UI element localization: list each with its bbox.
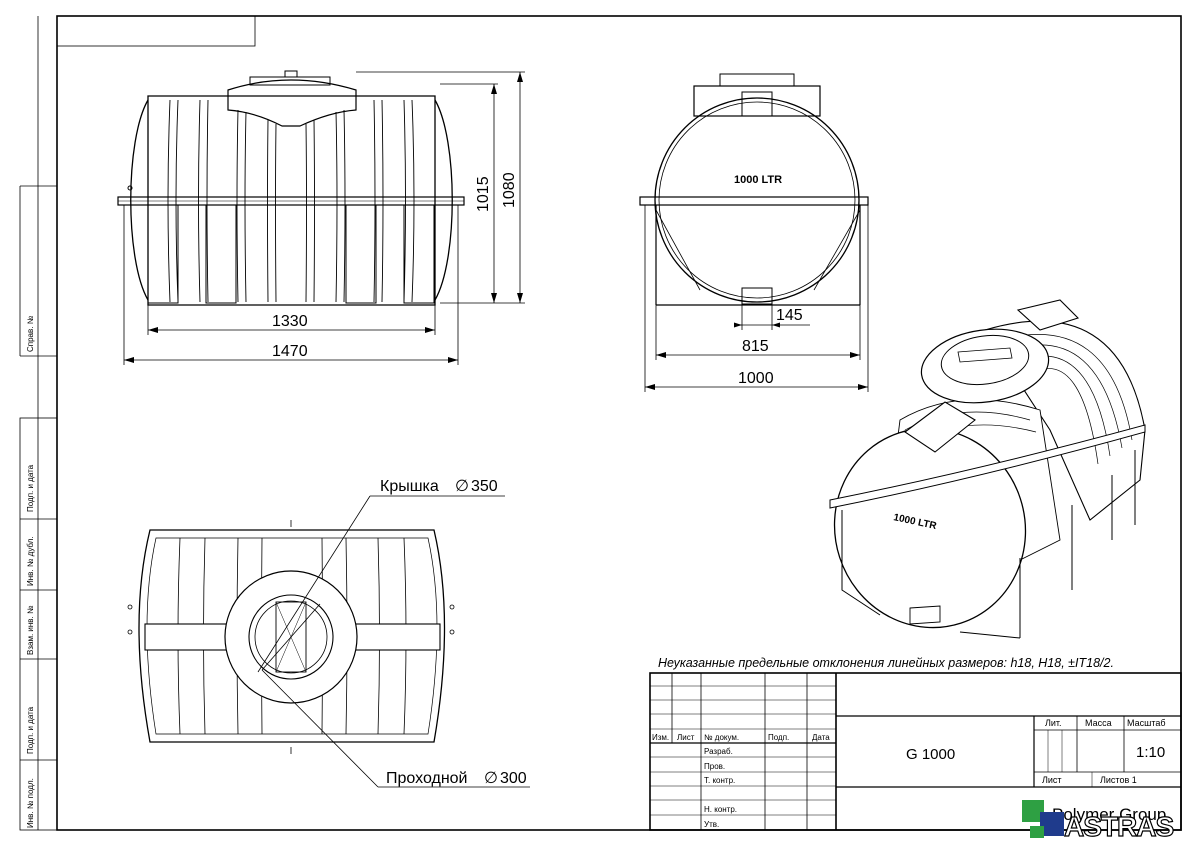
tb-sheets-label: Листов 1 — [1100, 775, 1137, 785]
end-dimension-lines — [644, 205, 869, 392]
dim-width-1000: 1000 — [738, 370, 774, 387]
iso-view — [829, 299, 1146, 639]
tb-role-utv: Утв. — [704, 820, 719, 829]
tb-mass-label: Масса — [1085, 718, 1112, 728]
title-block — [649, 672, 1182, 831]
astras-logo: ASTRAS — [1022, 800, 1175, 843]
plan-leaders — [257, 495, 530, 788]
tb-scale-label: Масштаб — [1127, 718, 1166, 728]
dim-width-1330: 1330 — [272, 313, 308, 330]
end-view — [639, 73, 869, 306]
left-stamp-strip — [19, 16, 58, 831]
dim-height-1015: 1015 — [475, 176, 492, 212]
dim-height-1080: 1080 — [501, 172, 518, 208]
front-dimension-arrows — [124, 72, 523, 363]
tb-role-razrab: Разраб. — [704, 747, 733, 756]
tb-scale-value: 1:10 — [1136, 744, 1165, 761]
tb-designation: G 1000 — [906, 746, 955, 763]
tb-company: Polymer Group — [1052, 805, 1166, 824]
tb-header-podp: Подп. — [768, 733, 789, 742]
tb-role-nkontr: Н. контр. — [704, 805, 737, 814]
manhole-diameter-symbol: ∅ — [484, 770, 498, 787]
stamp-inv-podl: Инв. № подл. — [26, 778, 35, 828]
plan-callout-manhole: Проходной ∅ 300 — [386, 770, 527, 787]
end-dimension-arrows — [645, 322, 868, 390]
lid-size: 350 — [471, 478, 498, 495]
dim-width-815: 815 — [742, 338, 769, 355]
front-dimension-lines — [123, 71, 525, 365]
stamp-podp-data-2: Подп. и дата — [26, 706, 35, 754]
front-view — [117, 70, 465, 306]
tb-role-tkontr: Т. контр. — [704, 776, 735, 785]
manhole-size: 300 — [500, 770, 527, 787]
tb-header-doc: № докум. — [704, 733, 739, 742]
tb-sheet-label: Лист — [1042, 775, 1062, 785]
tb-lit-label: Лит. — [1045, 718, 1062, 728]
manhole-label: Проходной — [386, 770, 468, 787]
dim-strap-145: 145 — [776, 307, 803, 324]
tb-header-list: Лист — [677, 733, 695, 742]
tb-header-data: Дата — [812, 733, 830, 742]
logo-text: ASTRAS — [1064, 811, 1173, 842]
end-tank-label: 1000 LTR — [734, 174, 782, 186]
plan-callout-lid: Крышка ∅ 350 — [380, 478, 498, 495]
lid-diameter-symbol: ∅ — [455, 478, 469, 495]
tolerance-note: Неуказанные предельные отклонения линейн… — [658, 656, 1114, 670]
dim-width-1470: 1470 — [272, 343, 308, 360]
stamp-sprav: Справ. № — [26, 315, 35, 352]
tb-role-prov: Пров. — [704, 762, 725, 771]
tb-header-izm: Изм. — [652, 733, 669, 742]
stamp-vzam-inv: Взам. инв. № — [26, 605, 35, 655]
top-corner-box — [56, 15, 256, 47]
lid-label: Крышка — [380, 478, 439, 495]
stamp-inv-dubl: Инв. № дубл. — [26, 536, 35, 586]
stamp-podp-data-1: Подп. и дата — [26, 464, 35, 512]
